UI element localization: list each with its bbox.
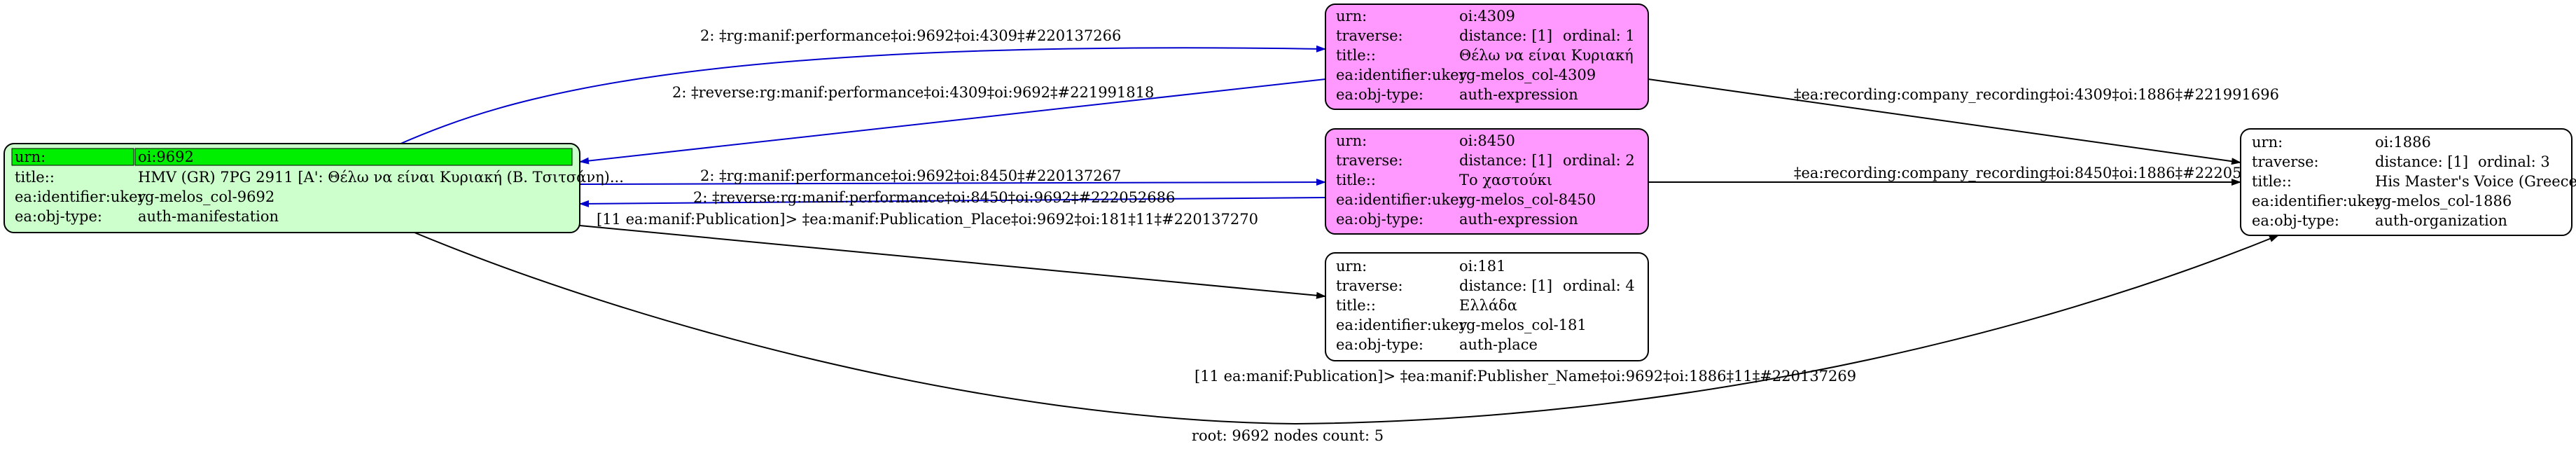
row-key-title: title:: [1336, 172, 1376, 188]
row-value-urn: oi:181 [1459, 258, 1506, 275]
graph-footer: root: 9692 nodes count: 5 [1192, 427, 1384, 444]
row-value-urn: oi:8450 [1459, 132, 1515, 149]
edge-root-to-1886[interactable] [414, 232, 2279, 425]
row-key-title: title:: [1336, 47, 1376, 64]
edge-4309-to-root[interactable] [579, 78, 1326, 165]
row-value-title: Θέλω να είναι Κυριακή [1459, 47, 1634, 64]
node-place-181[interactable]: urn: oi:181 traverse: distance: [1] ordi… [1325, 252, 1649, 361]
row-key-urn: urn: [2252, 134, 2283, 151]
row-key-objtype: ea:obj-type: [2252, 212, 2339, 229]
row-value-traverse: distance: [1] [1459, 152, 1552, 169]
row-key-urn: urn: [1336, 8, 1367, 25]
row-key-ukey: ea:identifier:ukey [1336, 67, 1468, 83]
row-value-objtype: auth-expression [1459, 211, 1578, 228]
row-value-urn: oi:1886 [2375, 134, 2431, 151]
row-value-objtype: auth-place [1459, 336, 1538, 353]
nodes: urn: oi:9692 title:: HMV (GR) 7PG 2911 [… [4, 4, 2576, 361]
row-value-ordinal: ordinal: 2 [1563, 152, 1635, 169]
row-key-ukey: ea:identifier:ukey [15, 188, 146, 205]
edge-label-8450-to-root: 2: ‡reverse:rg:manif:performance‡oi:8450… [693, 189, 1175, 206]
row-value-ordinal: ordinal: 3 [2478, 153, 2550, 170]
row-key-urn: urn: [1336, 258, 1367, 275]
row-value-ukey: rg-melos_col-1886 [2375, 193, 2512, 209]
row-key-ukey: ea:identifier:ukey [1336, 191, 1468, 208]
row-key-traverse: traverse: [2252, 153, 2319, 170]
row-key-traverse: traverse: [1336, 27, 1403, 44]
edge-root-to-8450[interactable] [579, 179, 1326, 186]
row-key-objtype: ea:obj-type: [1336, 336, 1423, 353]
node-root-9692[interactable]: urn: oi:9692 title:: HMV (GR) 7PG 2911 [… [4, 143, 624, 233]
row-key-title: title:: [2252, 173, 2292, 190]
row-value-traverse: distance: [1] [1459, 277, 1552, 294]
row-key-objtype: ea:obj-type: [1336, 211, 1423, 228]
edge-label-root-to-4309: 2: ‡rg:manif:performance‡oi:9692‡oi:4309… [700, 27, 1121, 44]
edge-8450-to-root[interactable] [579, 197, 1326, 207]
row-key-urn: urn: [15, 148, 46, 165]
row-value-traverse: distance: [1] [2375, 153, 2468, 170]
row-key-title: title:: [15, 169, 55, 186]
edge-label-root-to-1886: [11 ea:manif:Publication]> ‡ea:manif:Pub… [1195, 368, 1856, 385]
row-value-title: His Master's Voice (Greece) [2375, 173, 2576, 190]
node-expression-8450[interactable]: urn: oi:8450 traverse: distance: [1] ord… [1325, 128, 1649, 235]
row-value-ukey: rg-melos_col-9692 [138, 188, 274, 205]
row-key-objtype: ea:obj-type: [1336, 86, 1423, 103]
edge-root-to-4309[interactable] [398, 45, 1326, 145]
edge-label-8450-to-1886: ‡ea:recording:company_recording‡oi:8450‡… [1794, 165, 2279, 181]
row-value-title: Το χαστούκι [1459, 172, 1552, 188]
row-value-traverse: distance: [1] [1459, 27, 1552, 44]
row-value-ukey: rg-melos_col-8450 [1459, 191, 1596, 208]
row-value-objtype: auth-manifestation [138, 208, 279, 225]
edge-root-to-181[interactable] [579, 225, 1326, 299]
row-value-urn: oi:9692 [138, 148, 194, 165]
row-key-objtype: ea:obj-type: [15, 208, 102, 225]
edges: 2: ‡rg:manif:performance‡oi:9692‡oi:4309… [398, 27, 2279, 425]
row-value-title: HMV (GR) 7PG 2911 [Α': Θέλω να είναι Κυρ… [138, 169, 624, 186]
row-value-ukey: rg-melos_col-181 [1459, 317, 1587, 333]
node-organization-1886[interactable]: urn: oi:1886 traverse: distance: [1] ord… [2240, 128, 2576, 236]
row-value-title: Ελλάδα [1459, 297, 1517, 314]
edge-label-4309-to-root: 2: ‡reverse:rg:manif:performance‡oi:4309… [672, 84, 1154, 101]
row-value-objtype: auth-expression [1459, 86, 1578, 103]
node-expression-4309[interactable]: urn: oi:4309 traverse: distance: [1] ord… [1325, 4, 1649, 110]
row-key-traverse: traverse: [1336, 152, 1403, 169]
row-value-ordinal: ordinal: 1 [1563, 27, 1635, 44]
row-key-title: title:: [1336, 297, 1376, 314]
row-value-urn: oi:4309 [1459, 8, 1515, 25]
row-value-ordinal: ordinal: 4 [1563, 277, 1635, 294]
row-key-ukey: ea:identifier:ukey [2252, 193, 2383, 209]
row-value-ukey: rg-melos_col-4309 [1459, 67, 1596, 83]
row-key-urn: urn: [1336, 132, 1367, 149]
edge-label-4309-to-1886: ‡ea:recording:company_recording‡oi:4309‡… [1794, 86, 2279, 103]
row-value-objtype: auth-organization [2375, 212, 2507, 229]
row-key-ukey: ea:identifier:ukey [1336, 317, 1468, 333]
row-key-traverse: traverse: [1336, 277, 1403, 294]
edge-label-root-to-181: [11 ea:manif:Publication]> ‡ea:manif:Pub… [597, 211, 1258, 228]
edge-4309-to-1886[interactable] [1648, 78, 2241, 165]
edge-label-root-to-8450: 2: ‡rg:manif:performance‡oi:9692‡oi:8450… [700, 167, 1121, 184]
